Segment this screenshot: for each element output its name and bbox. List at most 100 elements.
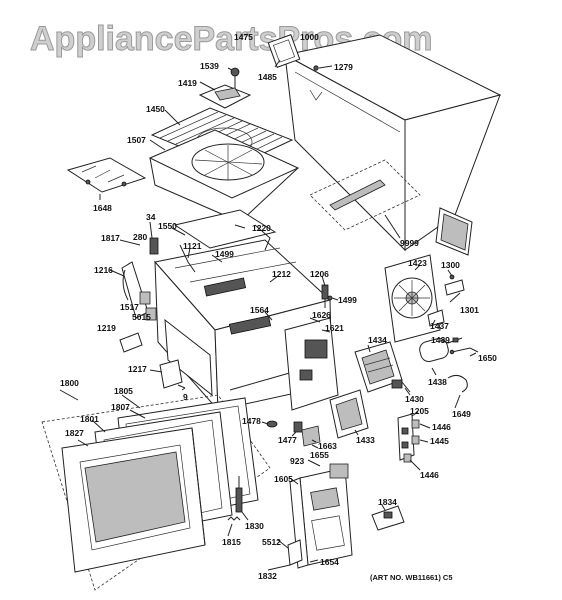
label-280: 280 bbox=[133, 232, 147, 242]
label-923: 923 bbox=[290, 456, 304, 466]
art-number-caption: (ART NO. WB11661) C5 bbox=[370, 573, 453, 582]
part-1477[interactable] bbox=[293, 421, 303, 433]
label-1216: 1216 bbox=[94, 265, 113, 275]
harness-1650[interactable] bbox=[449, 347, 479, 355]
switch-1517[interactable] bbox=[139, 291, 157, 321]
part-labels: 1475 1000 1539 1419 1485 1279 1450 1507 … bbox=[60, 32, 497, 581]
label-1430: 1430 bbox=[405, 394, 424, 404]
label-1437: 1437 bbox=[430, 321, 449, 331]
antenna-1430[interactable] bbox=[401, 381, 411, 393]
label-1433: 1433 bbox=[356, 435, 375, 445]
label-1507: 1507 bbox=[127, 135, 146, 145]
label-1654: 1654 bbox=[320, 557, 339, 567]
label-1000: 1000 bbox=[300, 32, 319, 42]
label-1805: 1805 bbox=[114, 386, 133, 396]
label-1517: 1517 bbox=[120, 302, 139, 312]
diode-1439[interactable] bbox=[447, 337, 463, 344]
control-panel-part[interactable] bbox=[289, 467, 353, 569]
label-1205: 1205 bbox=[410, 406, 429, 416]
label-1655: 1655 bbox=[310, 450, 329, 460]
label-9: 9 bbox=[183, 392, 188, 402]
label-1219: 1219 bbox=[97, 323, 116, 333]
door-assembly-dashed[interactable] bbox=[41, 394, 271, 591]
latch-1217[interactable] bbox=[159, 359, 186, 389]
leader-lines bbox=[59, 59, 477, 571]
label-1206: 1206 bbox=[310, 269, 329, 279]
transformer-part[interactable] bbox=[329, 389, 369, 439]
literature-sheet-part[interactable] bbox=[435, 207, 473, 256]
screw-1279[interactable] bbox=[313, 65, 333, 71]
label-1817: 1817 bbox=[101, 233, 120, 243]
label-1801: 1801 bbox=[80, 414, 99, 424]
label-1446b: 1446 bbox=[420, 470, 439, 480]
label-1550: 1550 bbox=[158, 221, 177, 231]
label-1800: 1800 bbox=[60, 378, 79, 388]
label-1445: 1445 bbox=[430, 436, 449, 446]
label-1626: 1626 bbox=[312, 310, 331, 320]
harness-1649[interactable] bbox=[447, 374, 468, 393]
label-1830: 1830 bbox=[245, 521, 264, 531]
label-1478: 1478 bbox=[242, 416, 261, 426]
label-1121: 1121 bbox=[183, 241, 202, 251]
fuse-1478[interactable] bbox=[266, 420, 278, 428]
hardware-kit-part[interactable] bbox=[66, 157, 147, 200]
label-1475: 1475 bbox=[234, 32, 253, 42]
label-1212: 1212 bbox=[272, 269, 291, 279]
fuse-1499[interactable] bbox=[327, 295, 339, 301]
label-1279: 1279 bbox=[334, 62, 353, 72]
label-1605: 1605 bbox=[274, 474, 293, 484]
bracket-1437[interactable] bbox=[427, 309, 445, 327]
top-bracket-part[interactable] bbox=[149, 209, 277, 273]
label-1650: 1650 bbox=[478, 353, 497, 363]
label-1419: 1419 bbox=[178, 78, 197, 88]
outer-case-part[interactable] bbox=[283, 34, 502, 252]
label-1499a: 1499 bbox=[215, 249, 234, 259]
control-board-923[interactable] bbox=[329, 463, 349, 479]
gasket-part[interactable] bbox=[267, 34, 301, 68]
label-1564: 1564 bbox=[250, 305, 269, 315]
switch-1446-1445[interactable] bbox=[403, 419, 420, 463]
label-5015: 5015 bbox=[132, 312, 151, 322]
label-1434: 1434 bbox=[368, 335, 387, 345]
label-1539: 1539 bbox=[200, 61, 219, 71]
part-1663[interactable] bbox=[301, 425, 321, 447]
label-1450: 1450 bbox=[146, 104, 165, 114]
label-5512: 5512 bbox=[262, 537, 281, 547]
label-1220: 1220 bbox=[252, 223, 271, 233]
label-1446a: 1446 bbox=[432, 422, 451, 432]
label-1663: 1663 bbox=[318, 441, 337, 451]
label-1621: 1621 bbox=[325, 323, 344, 333]
bracket-1219[interactable] bbox=[119, 332, 143, 353]
label-1301: 1301 bbox=[460, 305, 479, 315]
label-34: 34 bbox=[146, 212, 156, 222]
label-1807: 1807 bbox=[111, 402, 130, 412]
label-1648: 1648 bbox=[93, 203, 112, 213]
bracket-5512[interactable] bbox=[287, 539, 303, 566]
stirrer-motor-part[interactable] bbox=[198, 67, 252, 109]
control-bracket-part[interactable] bbox=[284, 317, 339, 411]
label-1300: 1300 bbox=[441, 260, 460, 270]
bracket-1300[interactable] bbox=[444, 274, 465, 296]
handle-1834[interactable] bbox=[371, 505, 405, 531]
label-1477: 1477 bbox=[278, 435, 297, 445]
label-1438: 1438 bbox=[428, 377, 447, 387]
label-1834: 1834 bbox=[378, 497, 397, 507]
label-1832: 1832 bbox=[258, 571, 277, 581]
bracket-kit-part[interactable] bbox=[309, 159, 421, 239]
spring-1815[interactable] bbox=[227, 516, 241, 521]
label-1649: 1649 bbox=[452, 409, 471, 419]
grille-tray-part[interactable] bbox=[148, 129, 300, 223]
door-latch-1830[interactable] bbox=[235, 476, 243, 513]
label-1499b: 1499 bbox=[338, 295, 357, 305]
fan-assembly-part[interactable] bbox=[384, 254, 441, 343]
magnetron-part[interactable] bbox=[354, 341, 403, 393]
door-panel-part[interactable] bbox=[61, 427, 206, 573]
label-1815: 1815 bbox=[222, 537, 241, 547]
label-1217: 1217 bbox=[128, 364, 147, 374]
label-1827: 1827 bbox=[65, 428, 84, 438]
door-switch-1205[interactable] bbox=[397, 413, 415, 461]
label-1423: 1423 bbox=[408, 258, 427, 268]
capacitor-1438[interactable] bbox=[418, 337, 450, 364]
label-9999: 9999 bbox=[400, 238, 419, 248]
